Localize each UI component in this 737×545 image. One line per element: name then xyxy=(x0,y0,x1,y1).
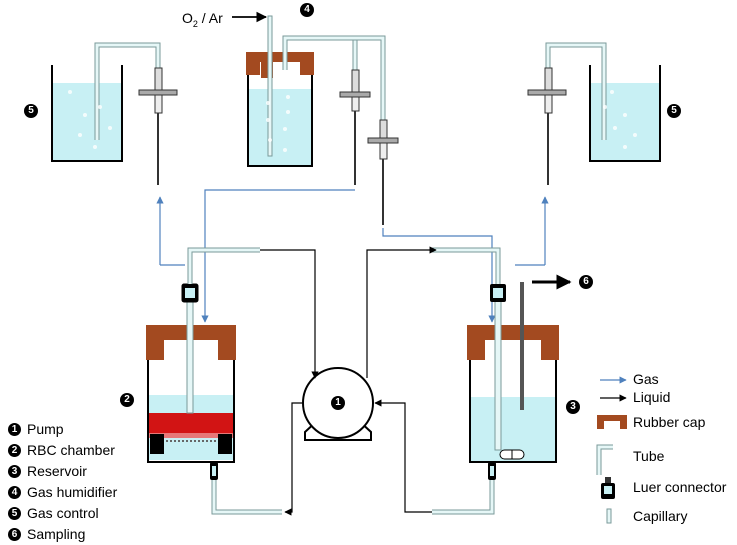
needle-assembly-humidifier xyxy=(339,69,371,185)
gas-inlet-label: O2 / Ar xyxy=(182,10,223,29)
gas-control-left-badge: 5 xyxy=(24,104,38,118)
gas-control-left xyxy=(51,42,178,185)
needle-assembly-middle xyxy=(367,119,399,225)
luer-key-icon xyxy=(601,477,615,499)
gas-lines xyxy=(156,189,549,323)
reservoir xyxy=(430,247,559,515)
legend-icons xyxy=(596,376,627,524)
sampling-badge: 6 xyxy=(579,275,593,289)
rubber-cap-key-icon xyxy=(597,415,627,429)
rubber-cap-rbc xyxy=(146,325,236,360)
rubber-cap-humidifier xyxy=(246,52,314,78)
rbc-chamber xyxy=(146,247,282,515)
key-gas-label: Gas xyxy=(633,371,659,387)
key-rubber-cap-label: Rubber cap xyxy=(633,414,706,430)
key-liquid-label: Liquid xyxy=(633,389,671,405)
gas-control-right-badge: 5 xyxy=(667,104,681,118)
rbc-chamber-badge: 2 xyxy=(120,393,134,407)
liquid-lines xyxy=(260,246,437,516)
pump-badge: 1 xyxy=(331,396,345,410)
key-capillary-label: Capillary xyxy=(633,508,688,524)
gas-humidifier xyxy=(246,15,358,167)
humidifier-badge: 4 xyxy=(300,3,314,17)
capillary-key-icon xyxy=(606,508,612,524)
rubber-cap-reservoir xyxy=(467,325,559,360)
tube-key-icon xyxy=(596,444,613,475)
gas-control-right xyxy=(527,42,661,185)
key-tube-label: Tube xyxy=(633,448,665,464)
key-luer-label: Luer connector xyxy=(633,479,727,495)
reservoir-badge: 3 xyxy=(566,400,580,414)
